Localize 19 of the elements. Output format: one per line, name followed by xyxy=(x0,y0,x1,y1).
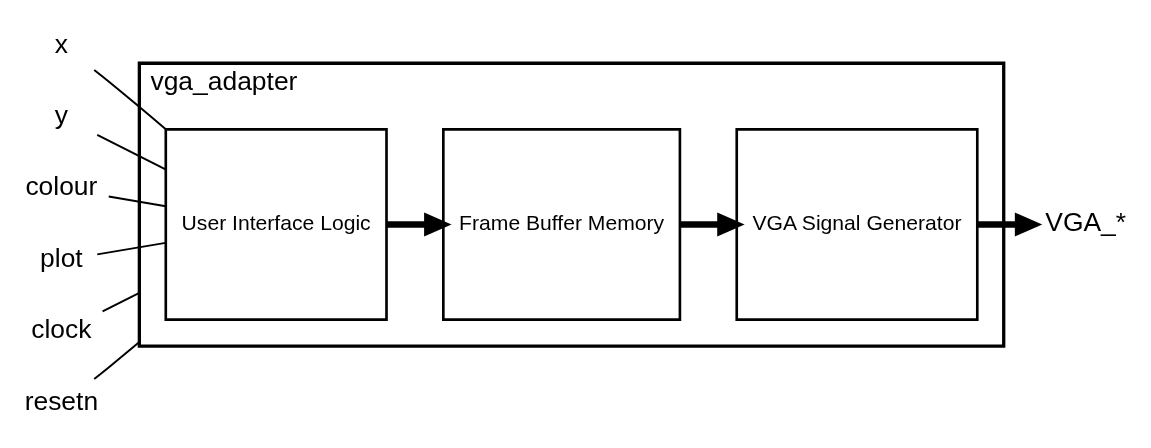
node-text: clock xyxy=(31,313,92,344)
connector xyxy=(107,195,167,207)
arrow xyxy=(977,212,1043,236)
node-text: resetn xyxy=(24,385,99,416)
node-box: VGA Signal Generator xyxy=(735,127,979,321)
node-text: y xyxy=(54,99,68,130)
node-box: Frame Buffer Memory xyxy=(442,127,682,321)
node-box: User Interface Logic xyxy=(164,127,388,321)
arrow xyxy=(386,212,452,236)
node-text: x xyxy=(54,28,68,59)
connector xyxy=(96,241,167,255)
connector xyxy=(96,133,167,170)
node-text: plot xyxy=(40,242,83,273)
arrow xyxy=(680,212,745,236)
node-text: VGA_* xyxy=(1045,206,1127,237)
connector xyxy=(93,340,141,380)
connector xyxy=(101,291,141,312)
node-text: colour xyxy=(25,170,98,201)
connector xyxy=(93,68,167,130)
